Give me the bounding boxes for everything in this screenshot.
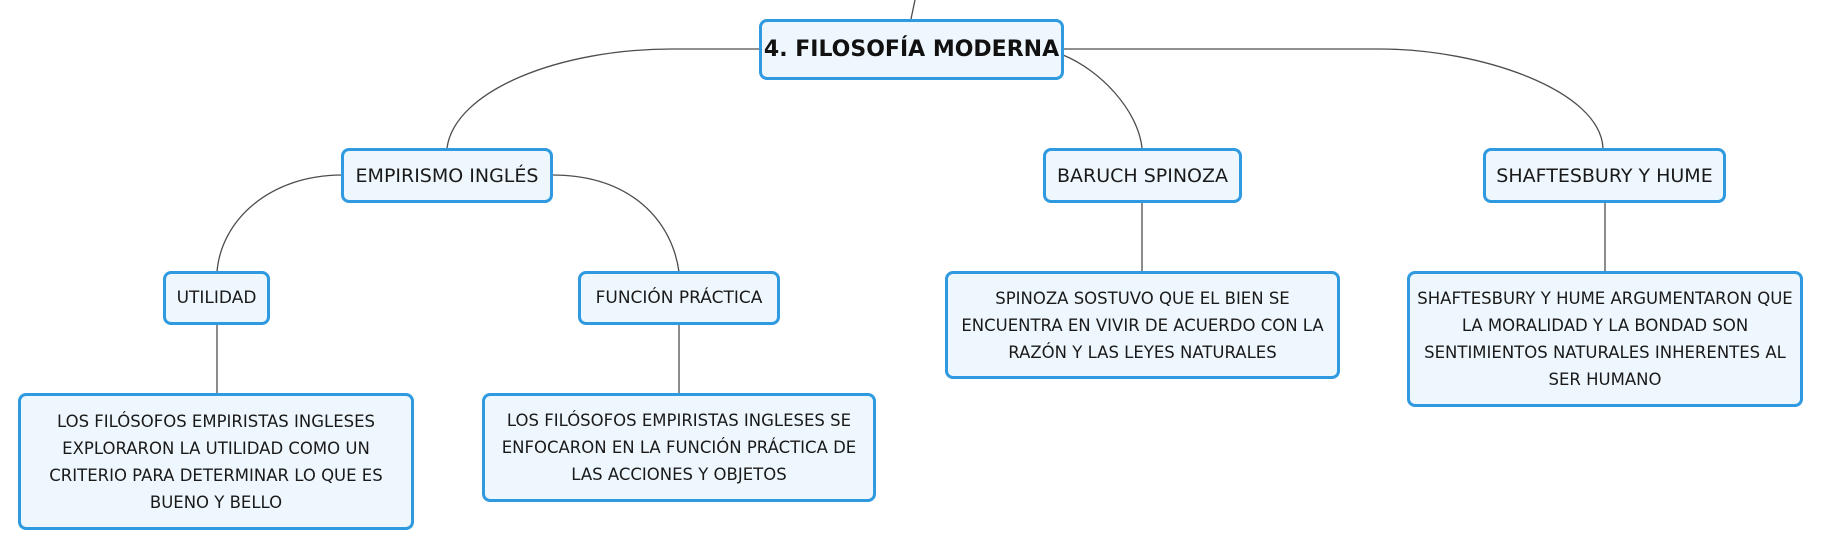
funcion-practica-description-text: LOS FILÓSOFOS EMPIRISTAS INGLESES SE ENF… [501,411,857,484]
connector-empirismo-utilidad [216,174,343,273]
connector-empirismo-funcion [551,174,680,273]
node-utilidad-description[interactable]: LOS FILÓSOFOS EMPIRISTAS INGLESES EXPLOR… [18,393,414,530]
connector-root-spinoza [1062,54,1143,149]
node-shaftesbury-hume-label: SHAFTESBURY Y HUME [1496,164,1713,187]
utilidad-description-text: LOS FILÓSOFOS EMPIRISTAS INGLESES EXPLOR… [49,411,383,512]
root-node[interactable]: 4. FILOSOFÍA MODERNA [759,19,1064,80]
spinoza-description-text: SPINOZA SOSTUVO QUE EL BIEN SE ENCUENTRA… [961,288,1324,362]
node-spinoza-description[interactable]: SPINOZA SOSTUVO QUE EL BIEN SE ENCUENTRA… [945,271,1340,379]
node-funcion-practica[interactable]: FUNCIÓN PRÁCTICA [578,271,780,325]
node-utilidad[interactable]: UTILIDAD [163,271,270,325]
connector-root-shaftesbury [1063,48,1604,149]
node-shaftesbury-hume[interactable]: SHAFTESBURY Y HUME [1483,148,1726,203]
node-empirismo-ingles[interactable]: EMPIRISMO INGLÉS [341,148,553,203]
shaftesbury-hume-description-text: SHAFTESBURY Y HUME ARGUMENTARON QUE LA M… [1417,289,1793,389]
node-shaftesbury-hume-description[interactable]: SHAFTESBURY Y HUME ARGUMENTARON QUE LA M… [1407,271,1803,407]
connector-parent-root [910,0,916,20]
node-baruch-spinoza[interactable]: BARUCH SPINOZA [1043,148,1242,203]
node-utilidad-label: UTILIDAD [176,288,257,308]
connector-root-empirismo [446,48,760,149]
node-funcion-practica-label: FUNCIÓN PRÁCTICA [595,288,763,308]
root-node-label: 4. FILOSOFÍA MODERNA [763,37,1060,62]
node-baruch-spinoza-label: BARUCH SPINOZA [1056,164,1229,187]
node-funcion-practica-description[interactable]: LOS FILÓSOFOS EMPIRISTAS INGLESES SE ENF… [482,393,876,502]
node-empirismo-ingles-label: EMPIRISMO INGLÉS [355,164,539,187]
